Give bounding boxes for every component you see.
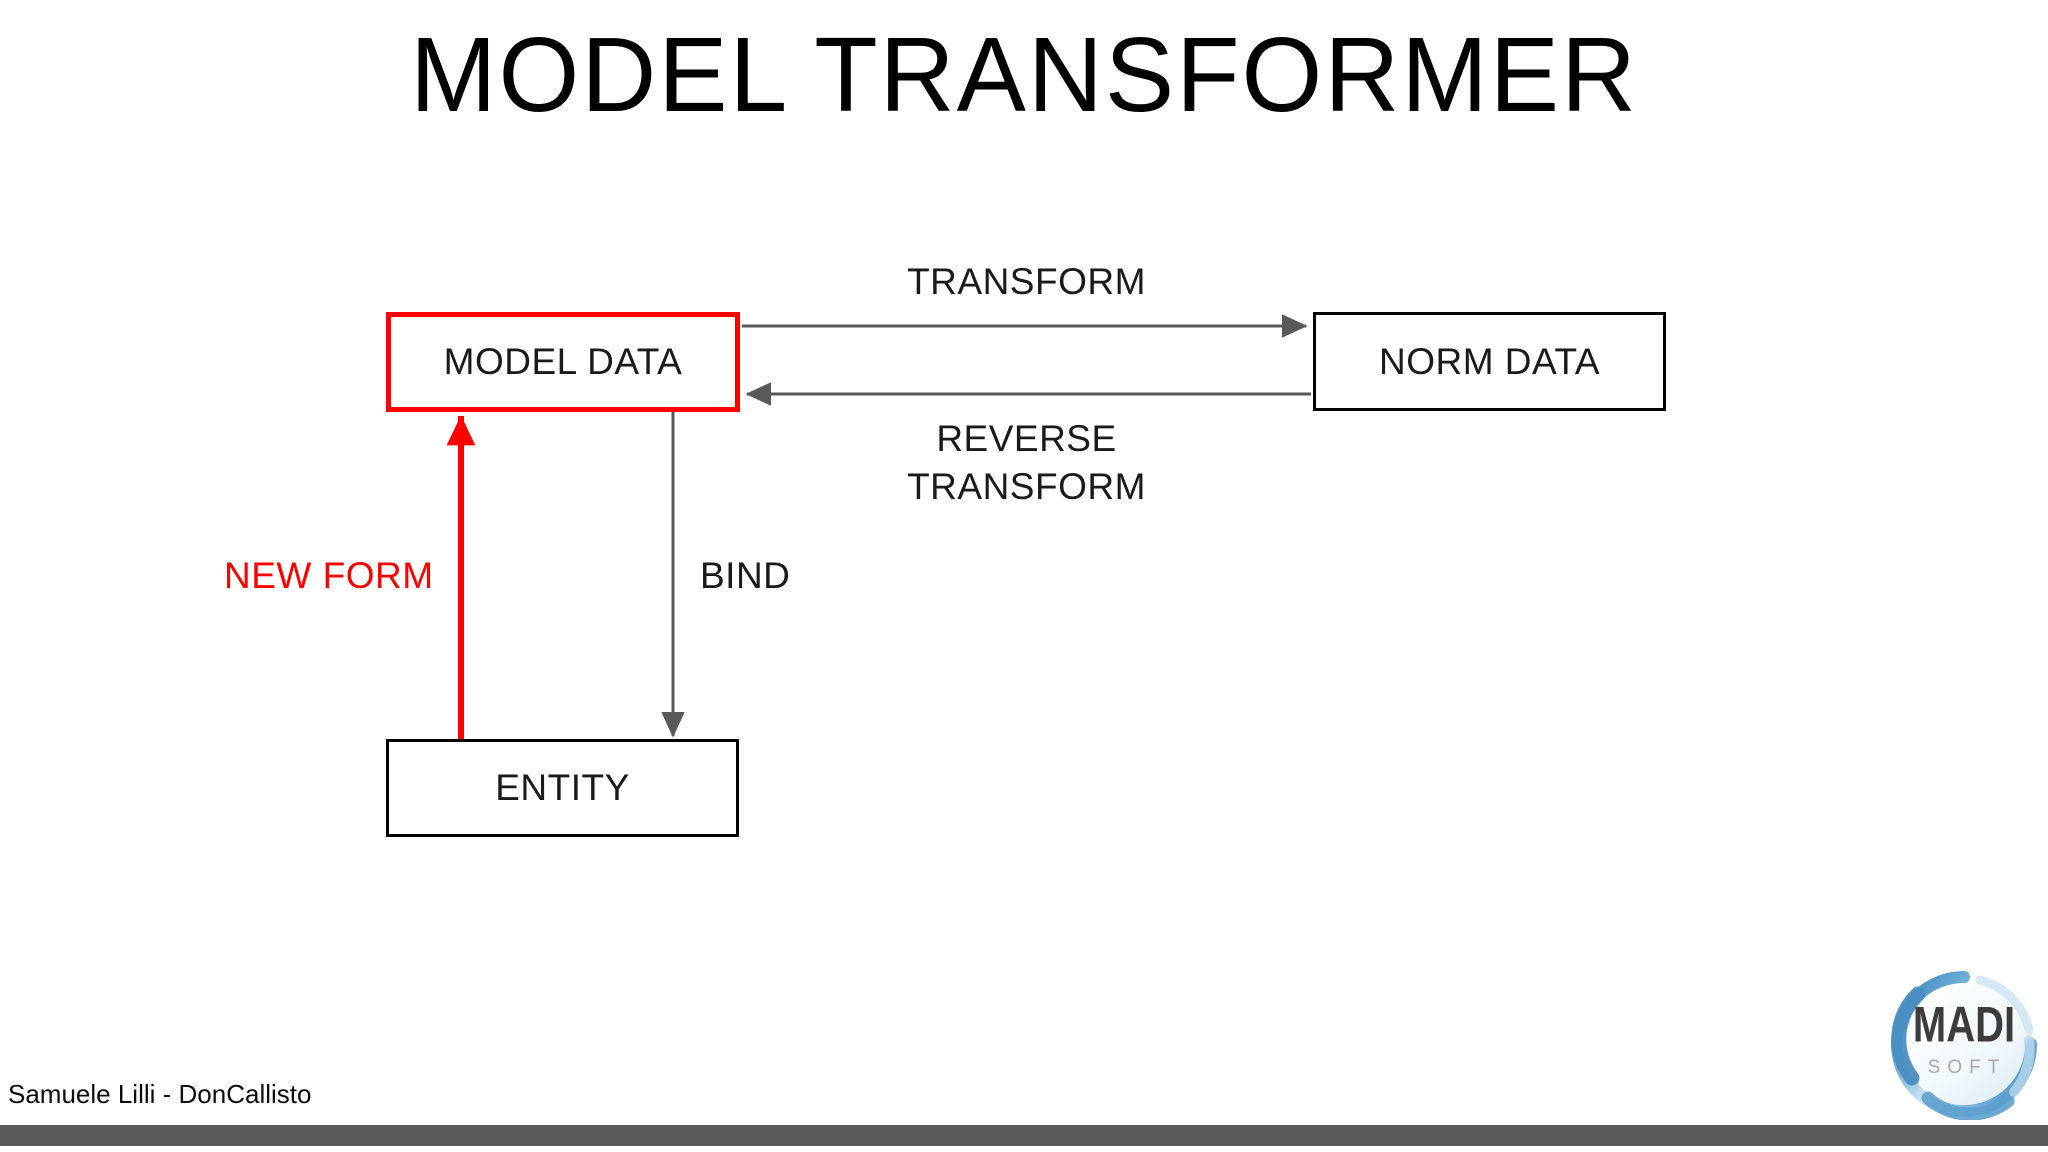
edge-label-transform: TRANSFORM [907, 261, 1146, 302]
node-entity-label: ENTITY [495, 767, 630, 808]
footer-bar [0, 1125, 2048, 1146]
node-model-data[interactable]: MODEL DATA [386, 312, 740, 412]
node-entity[interactable]: ENTITY [386, 739, 739, 837]
node-norm-data-label: NORM DATA [1378, 340, 1600, 382]
node-norm-data[interactable]: NORM DATA [1313, 312, 1666, 411]
page-title: MODEL TRANSFORMER [409, 16, 1639, 134]
logo-circle-icon [1891, 971, 2037, 1121]
madi-soft-logo: MADI SOFT [1888, 968, 2040, 1121]
footer-bar-edge [0, 1146, 2048, 1152]
node-model-data-label: MODEL DATA [443, 341, 683, 382]
footer-author: Samuele Lilli - DonCallisto [8, 1079, 312, 1109]
edge-label-reverse-transform: REVERSE TRANSFORM [907, 418, 1146, 507]
edge-label-new-form: NEW FORM [224, 555, 434, 596]
edge-label-bind: BIND [700, 555, 791, 596]
